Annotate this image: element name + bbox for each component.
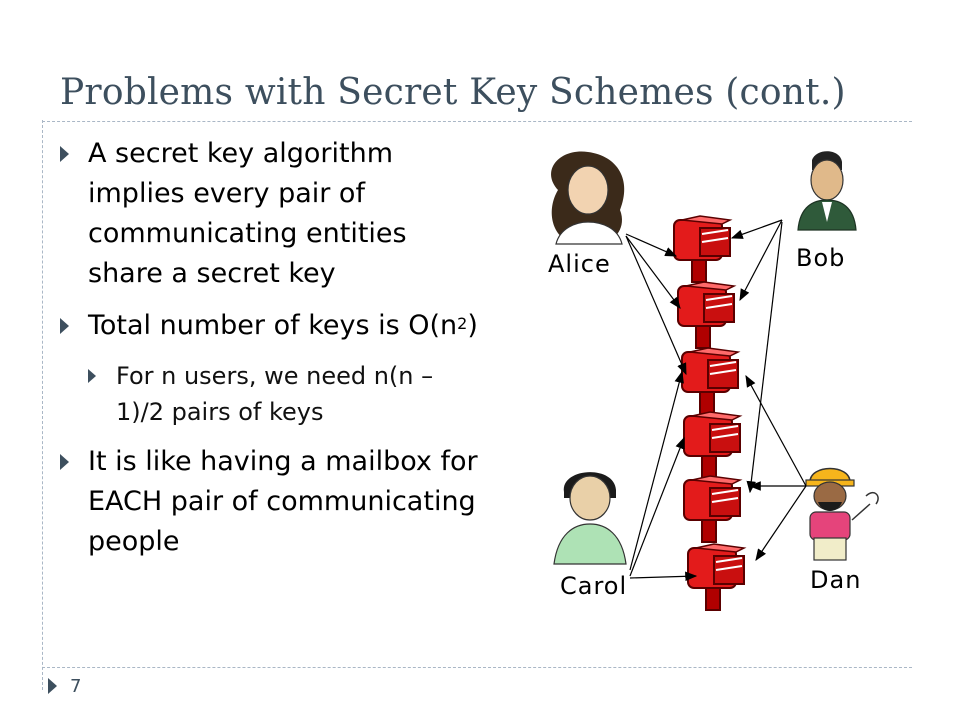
bullet-text-prefix: Total number of keys is O(n (88, 310, 458, 341)
connection-arrows (625, 219, 807, 582)
dan-label: Dan (810, 566, 861, 594)
bullet-text: A secret key algorithm implies every pai… (88, 138, 407, 289)
slide-title: Problems with Secret Key Schemes (cont.) (60, 72, 846, 113)
bullet-arrow-icon (60, 318, 69, 334)
bob-label: Bob (796, 244, 845, 272)
footer-divider (42, 667, 912, 668)
mailbox-diagram: Alice Bob Carol Dan (548, 151, 879, 611)
alice-figure (551, 151, 625, 245)
bullet-list: A secret key algorithm implies every pai… (60, 134, 480, 574)
mailbox-icon (687, 543, 745, 611)
carol-figure (553, 472, 627, 565)
dan-figure (805, 467, 879, 561)
carol-label: Carol (560, 572, 627, 600)
mailbox-icon (683, 411, 741, 479)
bullet-item: It is like having a mailbox for EACH pai… (60, 442, 480, 562)
footer-arrow-icon (48, 678, 57, 694)
bob-figure (797, 151, 857, 231)
sub-bullet-arrow-icon (88, 369, 96, 383)
bullet-arrow-icon (60, 146, 69, 162)
bullet-item: A secret key algorithm implies every pai… (60, 134, 480, 294)
page-number: 7 (70, 676, 82, 697)
bullet-arrow-icon (60, 454, 69, 470)
bullet-superscript: 2 (457, 314, 468, 333)
sub-bullet-text: For n users, we need n(n – 1)/2 pairs of… (116, 362, 434, 426)
bullet-text: It is like having a mailbox for EACH pai… (88, 446, 478, 557)
mailbox-icon (677, 281, 735, 349)
mailbox-icon (681, 347, 739, 415)
bullet-text-suffix: ) (467, 310, 478, 341)
title-divider (42, 121, 912, 122)
left-margin-guide (42, 120, 43, 690)
alice-label: Alice (548, 250, 611, 278)
mailbox-icon (673, 215, 731, 283)
bullet-item: Total number of keys is O(n2) (60, 306, 480, 346)
sub-bullet-item: For n users, we need n(n – 1)/2 pairs of… (88, 358, 480, 430)
mailbox-icon (683, 475, 741, 543)
